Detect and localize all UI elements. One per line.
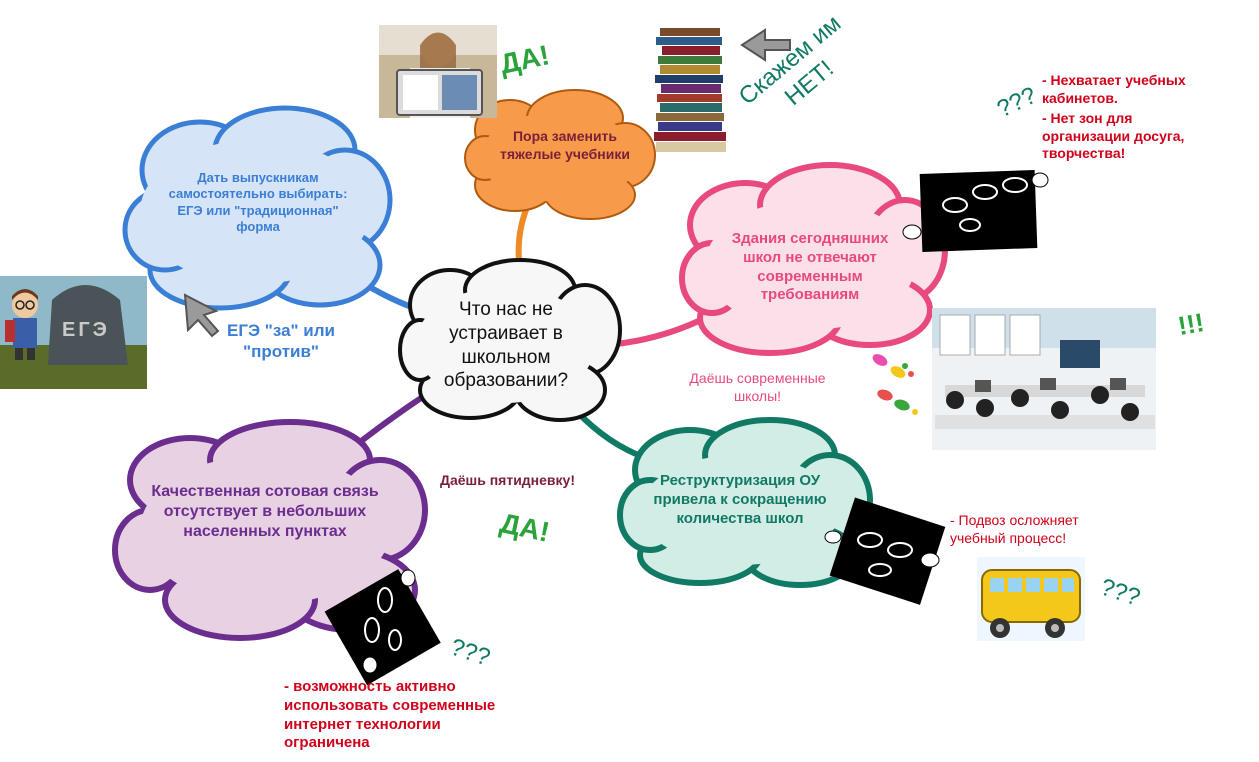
books-stack-image xyxy=(654,28,726,152)
modern-schools-label: Даёшь современные школы! xyxy=(689,370,826,404)
cloud-center xyxy=(398,258,622,422)
connector-cellular xyxy=(358,389,432,445)
cloud-textbooks xyxy=(464,89,656,220)
school-bus-image xyxy=(977,557,1085,641)
five-day-label: Даёшь пятидневку! xyxy=(440,472,575,488)
rooms-line2: - Нет зон для организации досуга, творче… xyxy=(1042,110,1185,161)
cloud-textbooks-text: Пора заменить тяжелые учебники xyxy=(500,128,630,162)
modern-classroom-photo xyxy=(932,308,1156,450)
internet-problem-label: - возможность активно использовать совре… xyxy=(284,678,496,752)
excl-label: !!! xyxy=(1175,306,1207,342)
cloud-ege-text: Дать выпускникам самостоятельно выбирать… xyxy=(168,170,348,234)
footprints-icon xyxy=(324,569,441,686)
cloud-cellular xyxy=(112,419,428,641)
cursor-arrow-icon xyxy=(183,293,220,338)
rooms-line1: - Нехватает учебных кабинетов. xyxy=(1042,72,1186,106)
cloud-ege xyxy=(122,105,393,311)
ege-vote-label: ЕГЭ "за" или "против" xyxy=(226,321,336,362)
ege-student-image xyxy=(0,276,147,389)
ege-stone-label: ЕГЭ xyxy=(62,319,110,341)
cloud-buildings xyxy=(679,162,948,356)
cloud-restructure-text: Реструктуризация ОУ привела к сокращению… xyxy=(653,472,827,527)
footprints-icon xyxy=(902,169,1049,252)
cloud-cellular-text: Качественная сотовая связь отсутствует в… xyxy=(151,483,379,540)
footprints-icon xyxy=(824,497,946,605)
bus-problem-label: - Подвоз осложняет учебный процесс! xyxy=(950,512,1079,546)
cloud-restructure xyxy=(617,417,873,588)
connector-buildings xyxy=(607,315,707,348)
girl-tablet-photo xyxy=(379,25,497,118)
arrow-left-icon xyxy=(740,28,791,62)
center-question: Что нас не устраивает в школьном образов… xyxy=(443,299,569,392)
cloud-buildings-text: Здания сегодняшних школ не отвечают совр… xyxy=(731,230,889,304)
colorful-footprints-icon xyxy=(872,354,918,415)
